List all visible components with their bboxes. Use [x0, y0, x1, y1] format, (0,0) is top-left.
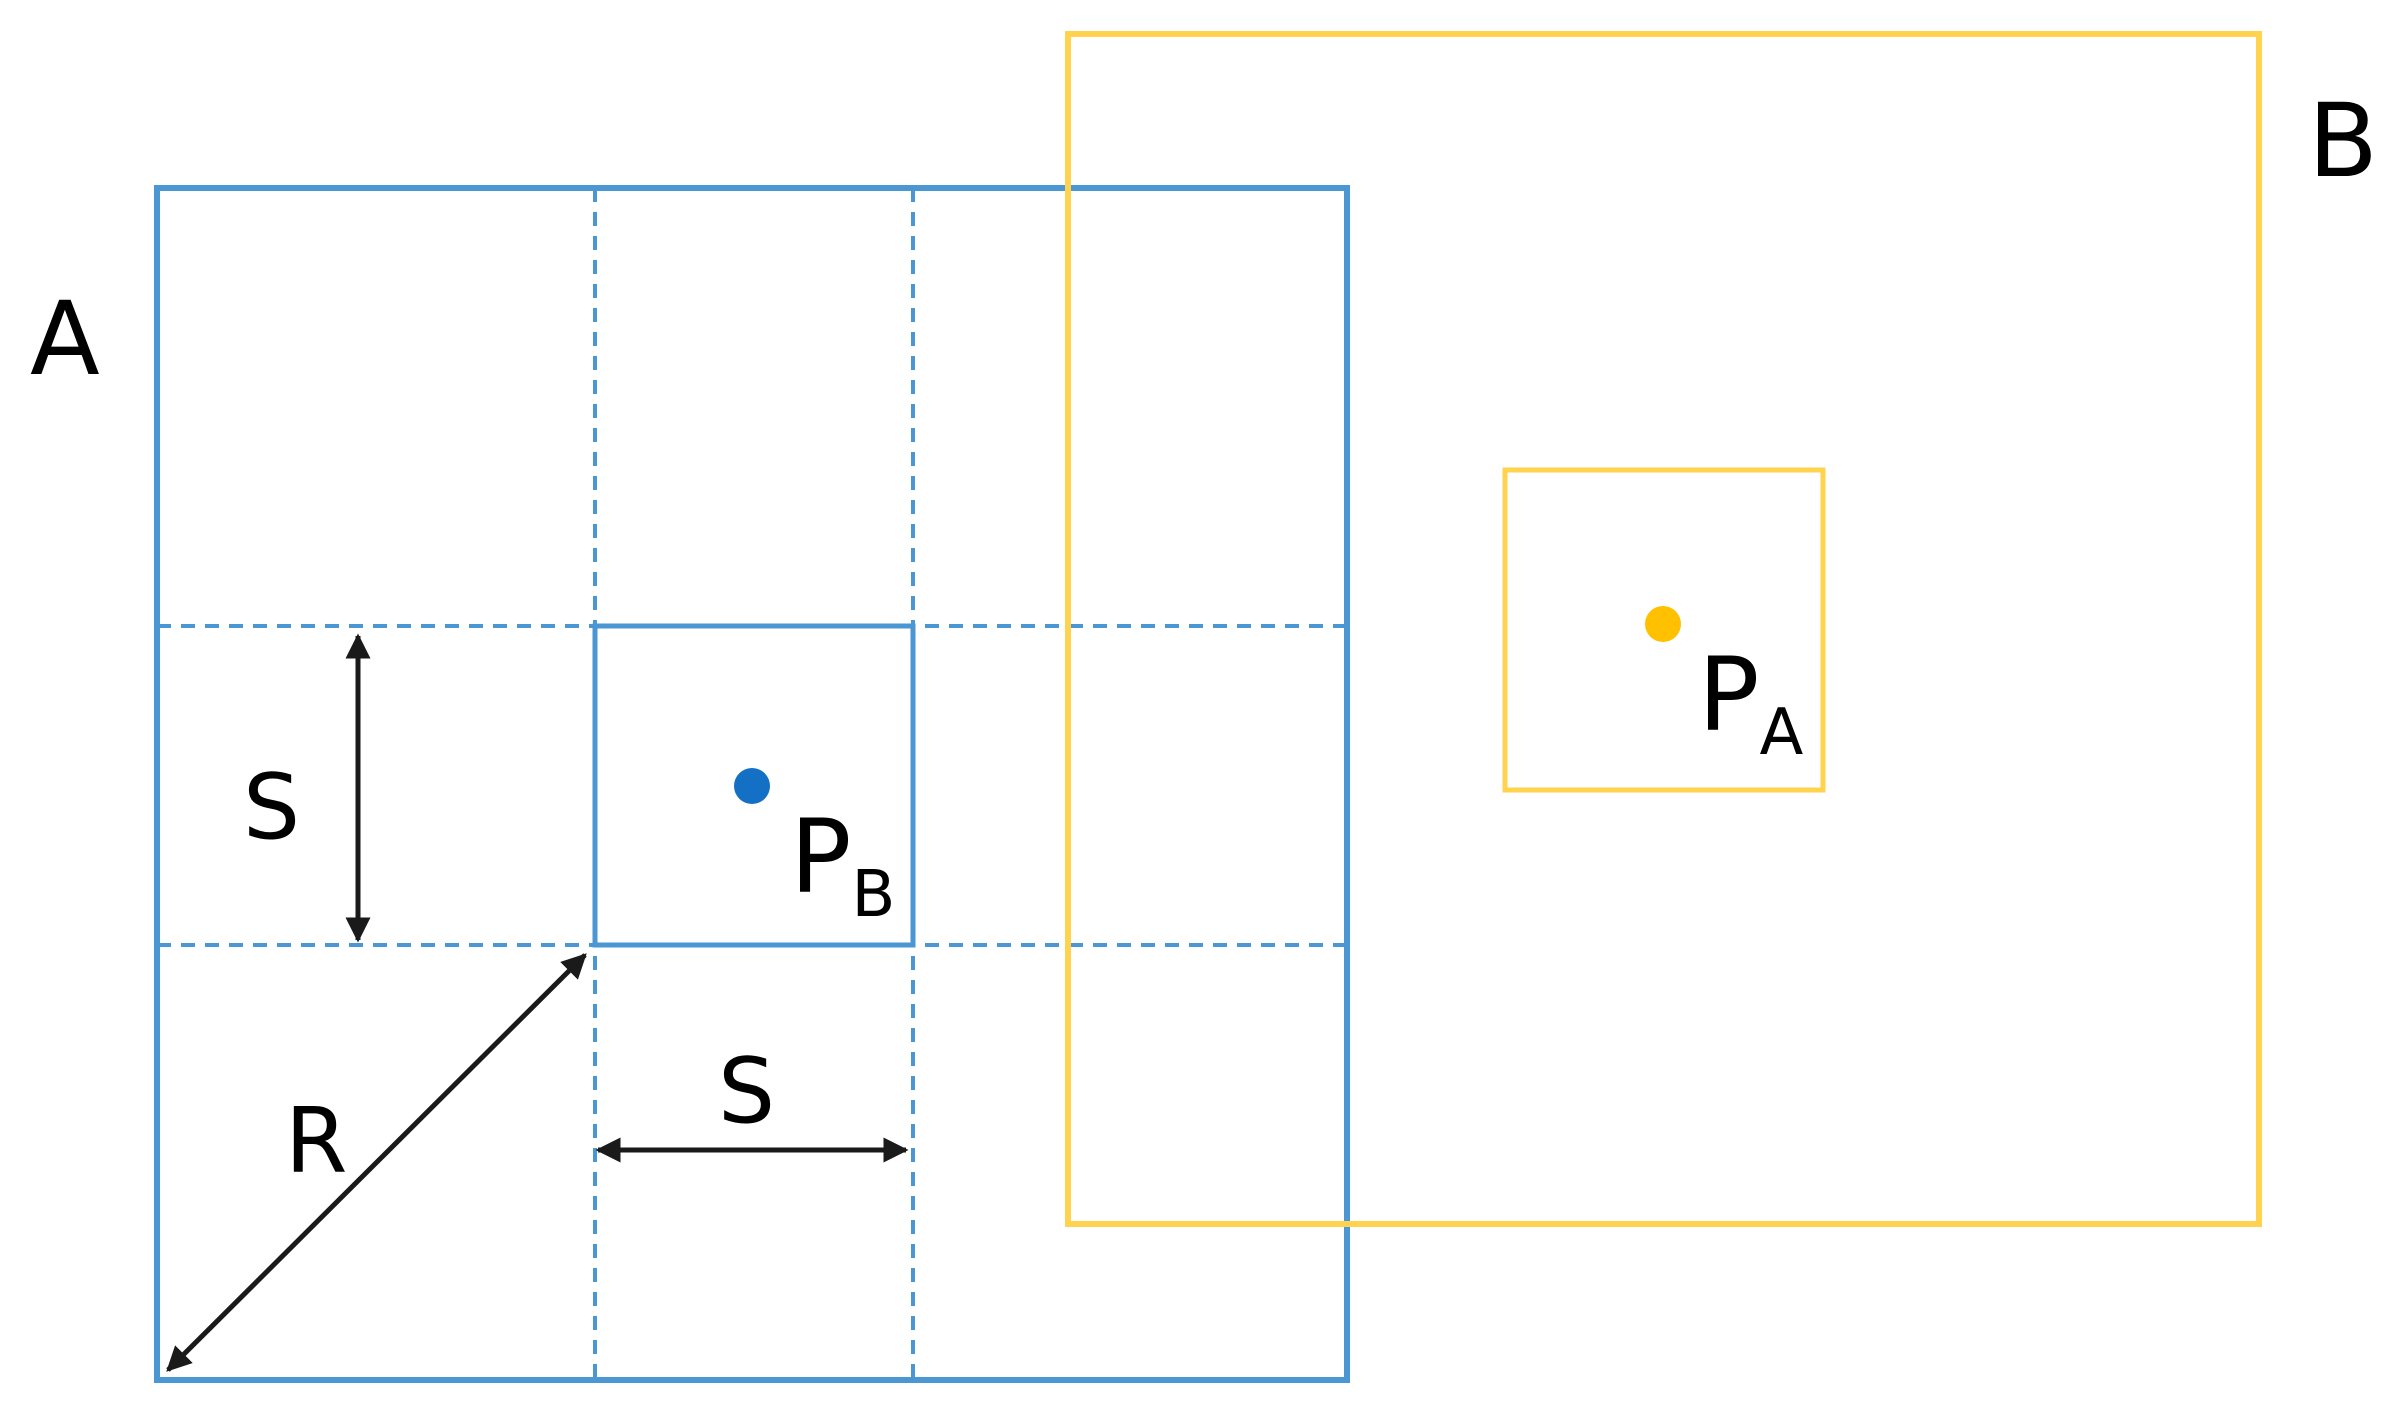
- cell-size-vertical-label: S: [243, 755, 300, 860]
- region-b-boundary: [1065, 31, 2262, 1227]
- radius-arrow: [166, 953, 587, 1372]
- region-a-label: A: [30, 280, 100, 399]
- point-b-label-main: P: [790, 798, 852, 917]
- point-b-label-subscript: B: [852, 858, 896, 932]
- region-a-boundary: [154, 185, 1350, 1383]
- point-b-label: PB: [790, 798, 895, 932]
- point-a-label-subscript: A: [1760, 696, 1804, 770]
- point-a-label-main: P: [1698, 636, 1760, 755]
- region-a-grid: [157, 188, 1347, 1380]
- point-a-label: PA: [1698, 636, 1804, 770]
- point-b-dot: [734, 768, 770, 804]
- region-a-center-cell: [592, 623, 916, 948]
- cell-size-horizontal-label: S: [718, 1039, 775, 1144]
- region-b-label: B: [2308, 82, 2378, 201]
- region-b-center-cell: [1502, 467, 1826, 793]
- radius-label: R: [285, 1089, 348, 1194]
- point-a-dot: [1645, 606, 1681, 642]
